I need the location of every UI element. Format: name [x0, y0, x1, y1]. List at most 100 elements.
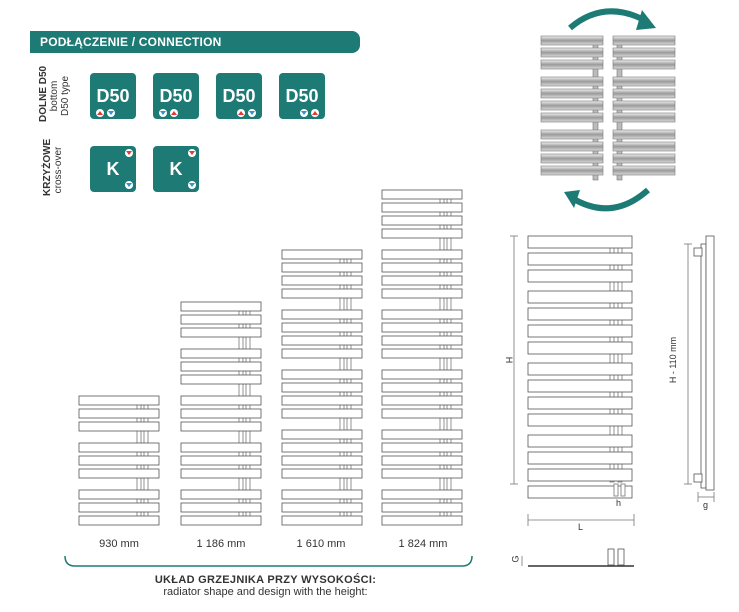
tile-label: D50: [96, 85, 130, 106]
side-technical-view: [684, 235, 715, 502]
radiator-bar: [527, 485, 633, 499]
height-bracket: [64, 555, 473, 567]
radiator-bar: [281, 455, 363, 466]
dimension-g-label: g: [703, 500, 709, 510]
radiator-bar: [527, 362, 633, 376]
radiator-bar: [180, 408, 262, 419]
return-arrow-icon: [248, 109, 256, 117]
rotate-arrow-bottom-icon: [570, 187, 650, 212]
connection-tile-k-2[interactable]: K: [153, 146, 199, 192]
connection-tile-d50-4[interactable]: D50: [279, 73, 325, 119]
radiator-bar: [612, 153, 676, 164]
dimension-l-label: L: [578, 522, 584, 532]
radiator-bar: [540, 129, 604, 140]
radiator-bar: [612, 112, 676, 123]
radiator-bar: [381, 502, 463, 513]
radiator-bar: [281, 335, 363, 346]
radiator-bar: [78, 421, 160, 432]
radiator-bar: [381, 215, 463, 226]
radiator-bar: [180, 515, 262, 526]
radiator-bar: [180, 455, 262, 466]
radiator-bar: [381, 408, 463, 419]
tile-label: K: [106, 158, 120, 179]
radiator-bar: [612, 141, 676, 152]
shape-caption: UKŁAD GRZEJNIKA PRZY WYSOKOŚCI: radiator…: [154, 574, 377, 598]
radiator-bar: [78, 442, 160, 453]
radiator-bar: [527, 235, 633, 249]
radiator-bar: [180, 395, 262, 406]
radiator-bar: [281, 262, 363, 273]
radiator-bar: [381, 489, 463, 500]
radiator-bar: [527, 290, 633, 304]
radiator-bar: [527, 451, 633, 465]
radiator-bar: [381, 395, 463, 406]
connection-tile-k-1[interactable]: K: [90, 146, 136, 192]
radiator-bar: [540, 165, 604, 176]
connection-tile-d50-1[interactable]: D50: [90, 73, 136, 119]
connection-header: PODŁĄCZENIE / CONNECTION: [30, 31, 360, 53]
radiator-bar: [612, 59, 676, 70]
radiator-bar: [381, 335, 463, 346]
radiator-bar: [180, 314, 262, 325]
radiator-bar: [78, 489, 160, 500]
dimension-g-bottom-label: G: [510, 555, 521, 563]
radiator-bar: [180, 502, 262, 513]
radiator-bar: [540, 88, 604, 99]
radiator-bar: [381, 322, 463, 333]
radiator-bar: [180, 301, 262, 312]
radiator-bar: [281, 502, 363, 513]
radiator-bar: [381, 369, 463, 380]
radiator-bar: [540, 59, 604, 70]
return-arrow-icon: [125, 181, 133, 189]
radiator-bar: [281, 515, 363, 526]
radiator-bar: [281, 395, 363, 406]
connection-tile-d50-2[interactable]: D50: [153, 73, 199, 119]
radiator-bar: [612, 47, 676, 58]
radiator-bar: [281, 468, 363, 479]
radiator-bar: [78, 455, 160, 466]
radiator-bar: [381, 309, 463, 320]
radiator-bar: [281, 369, 363, 380]
radiator-bar: [540, 112, 604, 123]
radiator-bar: [540, 76, 604, 87]
radiator-bar: [281, 408, 363, 419]
radiator-bar: [381, 262, 463, 273]
rotate-arrow-top-icon: [636, 10, 656, 30]
radiator-bar: [527, 324, 633, 338]
radiator-bar: [180, 468, 262, 479]
radiator-bar: [381, 382, 463, 393]
radiator-bar: [381, 228, 463, 239]
return-arrow-icon: [300, 109, 308, 117]
radiator-bar: [527, 434, 633, 448]
radiator-bar: [78, 502, 160, 513]
return-arrow-icon: [188, 181, 196, 189]
tile-label: D50: [222, 85, 256, 106]
radiator-bar: [281, 382, 363, 393]
radiator-bar: [281, 275, 363, 286]
radiator-bar: [381, 442, 463, 453]
height-label-1824: 1 824 mm: [398, 538, 448, 550]
radiator-bar: [281, 429, 363, 440]
supply-arrow-icon: [96, 109, 104, 117]
radiator-bar: [381, 202, 463, 213]
radiator-bar: [281, 348, 363, 359]
radiator-3d-view: [540, 35, 676, 181]
connection-tile-d50-3[interactable]: D50: [216, 73, 262, 119]
radiator-bar: [527, 307, 633, 321]
supply-arrow-icon: [170, 109, 178, 117]
radiator-bar: [281, 249, 363, 260]
radiator-bar: [381, 455, 463, 466]
dimension-h-label: H: [504, 356, 515, 364]
radiator-bar: [381, 288, 463, 299]
radiator-bar: [78, 408, 160, 419]
tile-label: D50: [285, 85, 319, 106]
radiator-bar: [78, 515, 160, 526]
radiator-bar: [281, 288, 363, 299]
supply-arrow-icon: [237, 109, 245, 117]
supply-arrow-icon: [311, 109, 319, 117]
supply-arrow-icon: [188, 149, 196, 157]
radiator-bar: [180, 361, 262, 372]
rotate-arrow-top-icon: [568, 8, 650, 31]
radiator-bar: [540, 35, 604, 46]
